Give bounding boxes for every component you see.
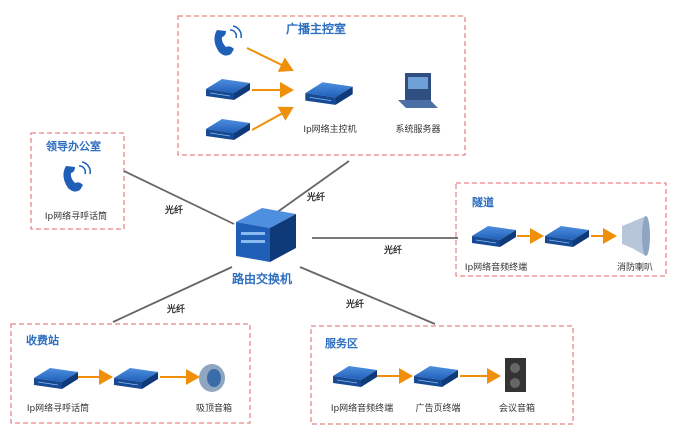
zone-title-toll-station: 收费站 <box>26 334 59 347</box>
zone-title-leader-office: 领导办公室 <box>46 140 101 153</box>
zone-leader-office <box>30 132 125 230</box>
fiber-link-control <box>275 160 350 214</box>
zone-control-room <box>177 15 466 156</box>
link-label-control: 光纤 <box>307 193 326 203</box>
fiber-link-toll <box>112 266 233 323</box>
conference-speaker-icon <box>505 358 526 392</box>
link-label-service: 光纤 <box>346 300 365 310</box>
arrow-device2-to-master <box>251 106 294 131</box>
link-label-toll: 光纤 <box>167 305 186 315</box>
arrow-phone-to-master <box>246 47 294 72</box>
label-conference-speaker: 会议音箱 <box>498 404 536 414</box>
link-label-tunnel: 光纤 <box>384 246 403 256</box>
device-icon-control-1 <box>206 78 250 101</box>
zone-title-tunnel: 隧道 <box>472 196 494 209</box>
master-device-icon <box>305 81 353 106</box>
router-icon <box>236 208 296 262</box>
label-ceiling-speaker: 吸顶音箱 <box>195 404 233 414</box>
toll-mic-device-icon <box>34 367 78 390</box>
fiber-link-leader <box>123 170 235 225</box>
horn-icon <box>622 216 650 256</box>
label-leader-paging-mic: Ip网络寻呼话筒 <box>44 212 108 222</box>
zone-service-area <box>310 325 574 425</box>
label-ip-master: Ip网络主控机 <box>303 125 357 135</box>
phone-icon-control <box>214 25 242 56</box>
fiber-link-service <box>299 266 436 325</box>
phone-icon-leader <box>63 161 91 192</box>
service-terminal-icon <box>333 365 377 388</box>
tunnel-terminal-icon <box>472 225 516 248</box>
router-label: 路由交换机 <box>232 272 293 286</box>
device-icon-control-2 <box>206 118 250 141</box>
ceiling-speaker-icon <box>199 364 225 392</box>
label-fire-horn: 消防喇叭 <box>616 263 654 273</box>
label-tunnel-audio-terminal: Ip网络音频终端 <box>464 263 528 273</box>
toll-device-icon <box>114 367 158 390</box>
tunnel-device-icon <box>545 225 589 248</box>
server-icon <box>398 73 438 108</box>
label-ad-terminal: 广告页终端 <box>415 404 461 414</box>
zone-tunnel <box>455 182 667 277</box>
zone-toll-station <box>10 323 251 424</box>
zone-title-service-area: 服务区 <box>325 337 358 350</box>
label-system-server: 系统服务器 <box>395 125 441 135</box>
link-label-leader: 光纤 <box>165 206 184 216</box>
label-service-audio-terminal: Ip网络音频终端 <box>330 404 394 414</box>
ad-terminal-icon <box>414 365 458 388</box>
label-toll-paging-mic: Ip网络寻呼话筒 <box>26 404 90 414</box>
zone-title-control-room: 广播主控室 <box>286 22 347 36</box>
